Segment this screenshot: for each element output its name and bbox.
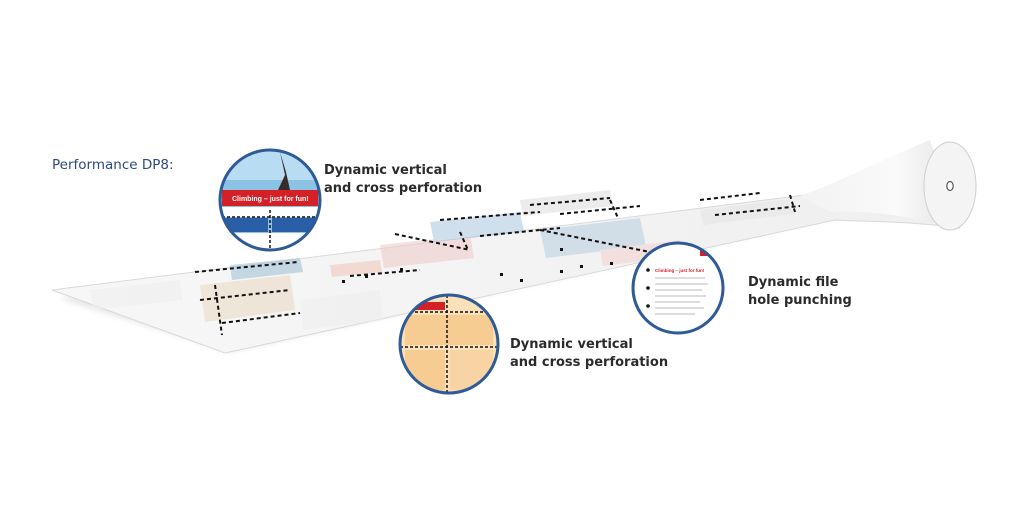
diagram-title: Performance DP8: [52, 157, 174, 173]
paper-web [51, 149, 961, 354]
document-heading: Climbing – just for fun! [655, 268, 705, 273]
magnifier-inset-icon: Climbing – just for fun! [631, 241, 725, 335]
callout-line: and cross perforation [510, 355, 669, 370]
callout-vertical-cross-perforation-1: Dynamic vertical and cross perforation [324, 162, 482, 198]
punch-hole-icon [342, 248, 613, 283]
callout-line: and cross perforation [324, 181, 483, 196]
paper-roll-icon [800, 140, 977, 231]
callout-hole-punching: Dynamic file hole punching [748, 274, 852, 310]
poster-heading: Climbing – just for fun! [232, 196, 309, 203]
printed-pages [90, 190, 793, 330]
callout-line: Dynamic vertical [324, 163, 447, 178]
perforation-line-icon [194, 192, 801, 336]
callout-line: hole punching [748, 293, 852, 308]
callout-line: Dynamic file [748, 275, 839, 290]
callout-vertical-cross-perforation-2: Dynamic vertical and cross perforation [510, 336, 668, 372]
callout-line: Dynamic vertical [510, 337, 633, 352]
magnifier-inset-icon [398, 293, 500, 395]
magnifier-inset-icon: Climbing – just for fun! [218, 148, 322, 252]
